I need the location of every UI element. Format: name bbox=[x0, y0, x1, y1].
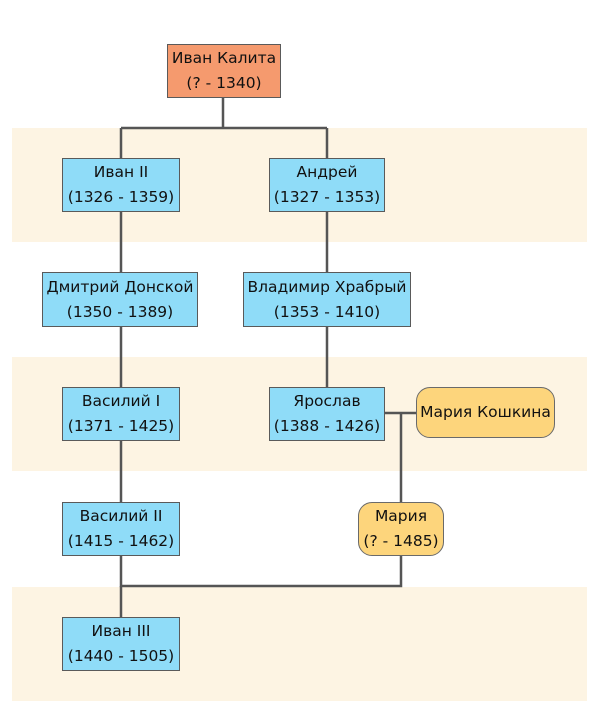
person-name: Василий I bbox=[81, 392, 161, 410]
person-years: (? - 1485) bbox=[363, 532, 439, 550]
person-years: (1327 - 1353) bbox=[273, 188, 381, 206]
person-name: Иван III bbox=[91, 622, 151, 640]
person-vasily-i: Василий I (1371 - 1425) bbox=[62, 387, 180, 441]
person-years: (1371 - 1425) bbox=[67, 417, 175, 435]
person-name: Андрей bbox=[296, 163, 358, 181]
person-name: Иван Калита bbox=[171, 49, 277, 67]
person-years: (1388 - 1426) bbox=[273, 417, 381, 435]
person-name: Дмитрий Донской bbox=[46, 277, 194, 296]
person-ivan-ii: Иван II (1326 - 1359) bbox=[62, 158, 180, 212]
person-maria-koshkina: Мария Кошкина bbox=[416, 387, 555, 438]
person-name: Иван II bbox=[93, 163, 149, 181]
person-ivan-kalita: Иван Калита (? - 1340) bbox=[167, 44, 281, 98]
person-years: (? - 1340) bbox=[186, 74, 262, 92]
person-name: Владимир Храбрый bbox=[247, 277, 407, 296]
connector-marriage-vasily2 bbox=[119, 556, 403, 588]
person-yaroslav: Ярослав (1388 - 1426) bbox=[269, 387, 385, 441]
person-years: (1350 - 1389) bbox=[66, 302, 174, 321]
person-ivan-iii: Иван III (1440 - 1505) bbox=[62, 617, 180, 671]
person-name: Мария Кошкина bbox=[420, 403, 551, 421]
person-andrey: Андрей (1327 - 1353) bbox=[269, 158, 385, 212]
person-vasily-ii: Василий II (1415 - 1462) bbox=[62, 502, 180, 556]
person-vladimir-khrabry: Владимир Храбрый (1353 - 1410) bbox=[243, 272, 411, 327]
person-maria: Мария (? - 1485) bbox=[358, 502, 444, 556]
person-dmitry-donskoy: Дмитрий Донской (1350 - 1389) bbox=[42, 272, 198, 327]
person-name: Василий II bbox=[79, 507, 163, 525]
person-years: (1440 - 1505) bbox=[67, 647, 175, 665]
person-years: (1415 - 1462) bbox=[67, 532, 175, 550]
person-years: (1326 - 1359) bbox=[67, 188, 175, 206]
connector-kalita-to-children bbox=[119, 98, 329, 158]
person-name: Мария bbox=[374, 507, 428, 525]
person-years: (1353 - 1410) bbox=[273, 302, 381, 321]
person-name: Ярослав bbox=[293, 392, 361, 410]
